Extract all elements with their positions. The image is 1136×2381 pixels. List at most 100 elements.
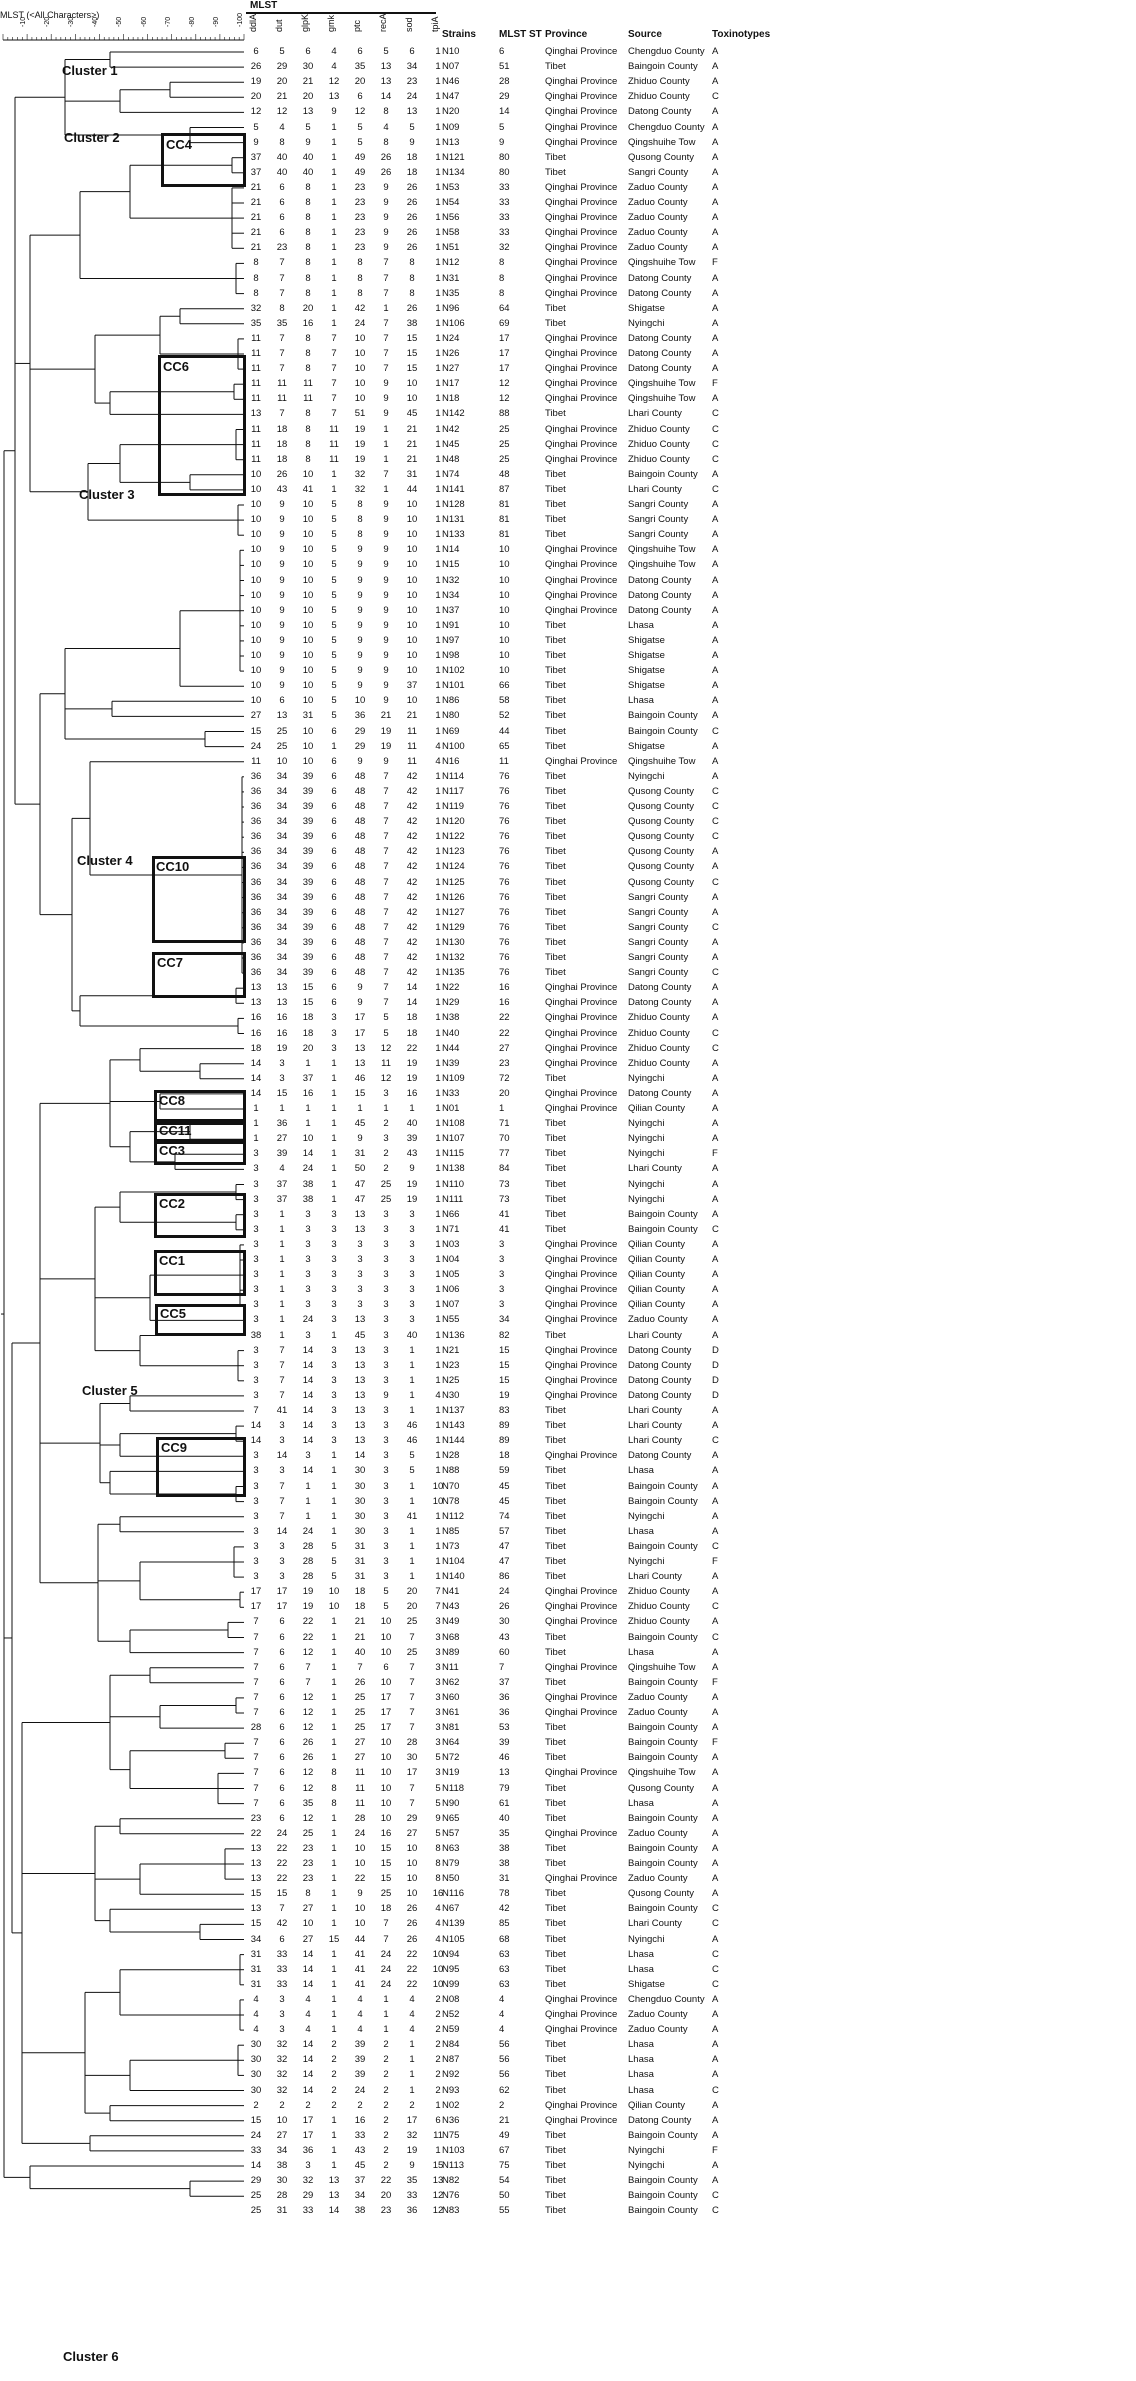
st-cell: 10	[499, 619, 510, 631]
allele-cell: 1	[331, 1676, 337, 1688]
allele-cell: 3	[305, 2160, 311, 2171]
allele-cell: 1	[331, 1178, 337, 1190]
strain-cell: N26	[442, 348, 460, 359]
allele-cell: 19	[276, 1042, 288, 1054]
allele-cell: 10	[276, 2114, 288, 2126]
allele-cell: 35	[276, 317, 288, 329]
allele-cell: 39	[302, 846, 314, 858]
allele-cell: 37	[250, 166, 262, 178]
allele-cell: 10	[406, 1842, 418, 1854]
allele-cell: 1	[331, 181, 337, 193]
toxinotype-cell: A	[712, 151, 719, 163]
toxinotype-cell: C	[712, 1978, 719, 1990]
allele-cell: 3	[253, 1299, 259, 1311]
source-cell: Lhari County	[628, 408, 682, 420]
allele-cell: 3	[253, 1571, 259, 1583]
allele-cell: 19	[354, 438, 366, 450]
strain-cell: N83	[442, 2205, 460, 2217]
toxinotype-cell: A	[712, 514, 719, 526]
allele-cell: 39	[354, 2069, 366, 2081]
strain-cell: N27	[442, 363, 460, 375]
allele-cell: 4	[383, 121, 389, 133]
province-cell: Tibet	[545, 1420, 566, 1432]
strain-cell: N89	[442, 1646, 460, 1658]
strain-cell: N103	[442, 2144, 465, 2156]
st-cell: 58	[499, 695, 510, 707]
allele-cell: 1	[331, 1722, 337, 1734]
source-cell: Zhiduo County	[628, 1042, 690, 1054]
allele-cell: 16	[380, 1827, 392, 1839]
allele-cell: 13	[250, 982, 262, 994]
allele-cell: 7	[409, 1676, 415, 1688]
strain-cell: N01	[442, 1103, 460, 1114]
allele-cell: 13	[276, 997, 288, 1009]
allele-cell: 7	[279, 408, 285, 420]
source-cell: Zaduo County	[628, 212, 688, 224]
province-cell: Tibet	[545, 816, 566, 828]
allele-cell: 9	[409, 2160, 415, 2171]
allele-cell: 1	[435, 302, 441, 314]
allele-cell: 24	[380, 1978, 392, 1990]
allele-cell: 2	[435, 2024, 441, 2036]
source-cell: Lhasa	[628, 2039, 654, 2051]
st-cell: 48	[499, 468, 510, 480]
allele-cell: 7	[409, 1707, 415, 1718]
allele-cell: 26	[302, 1737, 314, 1749]
province-cell: Qinghai Province	[545, 1057, 618, 1069]
allele-cell: 35	[250, 317, 262, 329]
allele-cell: 6	[331, 755, 337, 767]
allele-cell: 9	[279, 680, 285, 692]
allele-cell: 26	[406, 1903, 418, 1915]
allele-cell: 1	[435, 1193, 441, 1205]
strain-cell: N22	[442, 982, 460, 994]
province-cell: Tibet	[545, 2160, 566, 2171]
allele-cell: 1	[331, 1858, 337, 1869]
allele-cell: 48	[354, 876, 366, 888]
allele-cell: 7	[383, 801, 389, 812]
allele-cell: 31	[354, 1148, 366, 1160]
toxinotype-cell: A	[712, 589, 719, 601]
strain-cell: N29	[442, 997, 460, 1009]
allele-cell: 12	[250, 106, 262, 118]
allele-cell: 42	[406, 876, 418, 888]
toxinotype-cell: A	[712, 1752, 719, 1764]
source-cell: Baingoin County	[628, 725, 698, 737]
strain-cell: N122	[442, 831, 465, 843]
allele-cell: 29	[276, 61, 288, 73]
allele-cell: 8	[435, 1842, 441, 1854]
province-cell: Qinghai Province	[545, 544, 618, 556]
allele-cell: 14	[302, 2054, 314, 2066]
allele-cell: 10	[302, 1918, 314, 1930]
allele-cell: 38	[406, 317, 418, 329]
toxinotype-cell: C	[712, 1601, 719, 1613]
allele-cell: 1	[435, 378, 441, 390]
allele-cell: 16	[432, 1888, 444, 1900]
allele-cell: 6	[279, 1797, 285, 1809]
toxinotype-cell: A	[712, 1797, 719, 1809]
allele-cell: 2	[357, 2099, 363, 2111]
allele-cell: 1	[331, 1118, 337, 1130]
strain-cell: N25	[442, 1374, 460, 1386]
allele-cell: 16	[302, 1087, 314, 1099]
allele-cell: 9	[357, 997, 363, 1009]
allele-cell: 9	[357, 982, 363, 994]
allele-cell: 11	[329, 438, 339, 450]
strain-cell: N129	[442, 921, 465, 933]
allele-cell: 24	[250, 740, 262, 752]
allele-cell: 1	[383, 1103, 389, 1114]
source-cell: Baingoin County	[628, 2129, 698, 2141]
allele-cell: 10	[406, 1888, 418, 1900]
st-cell: 82	[499, 1329, 510, 1341]
allele-cell: 9	[383, 1389, 389, 1401]
allele-cell: 30	[250, 2084, 262, 2096]
allele-cell: 9	[253, 136, 259, 148]
allele-cell: 6	[331, 982, 337, 994]
